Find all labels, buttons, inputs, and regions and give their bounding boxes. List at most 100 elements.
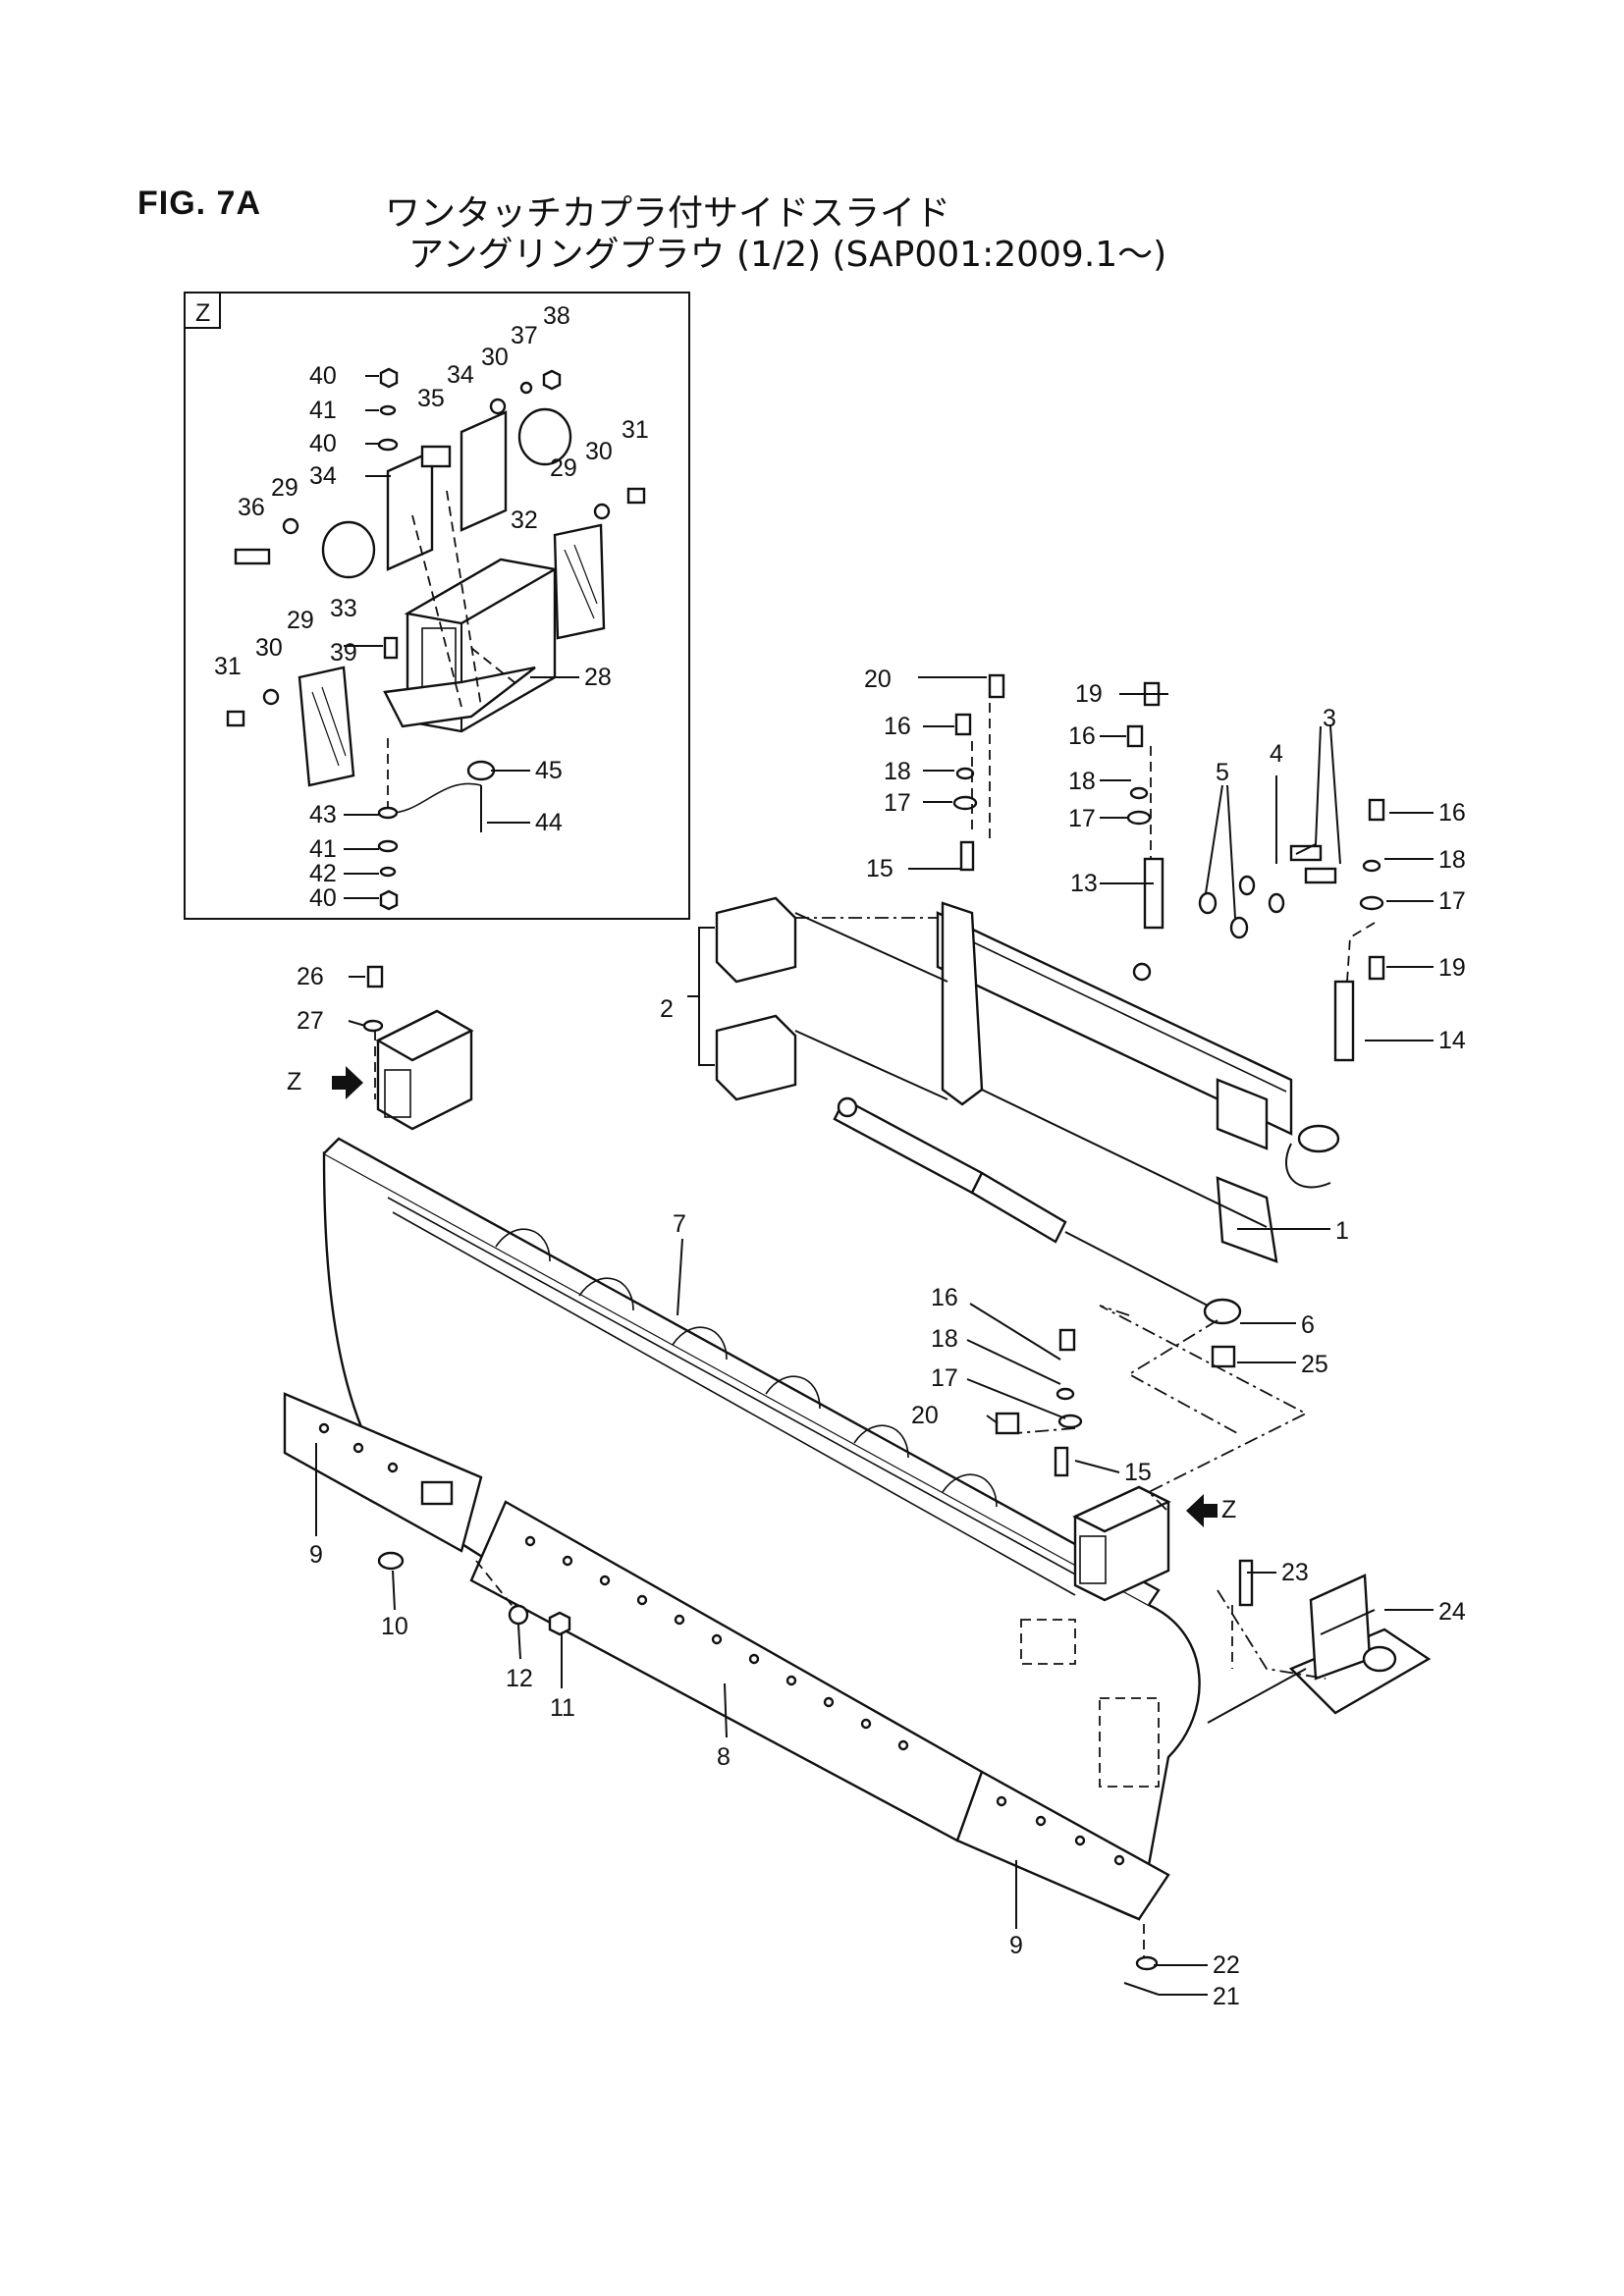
washer-41a [377, 438, 399, 452]
cutting-edge-holes [318, 1422, 1125, 1866]
cable [387, 782, 482, 814]
washer-30b [593, 503, 611, 520]
washer-42a [379, 404, 397, 416]
callout: 34 [309, 462, 337, 490]
view-marker-z: Z [1221, 1496, 1236, 1523]
callout: 34 [447, 361, 474, 389]
bolt-16-d [1058, 1328, 1076, 1352]
bolt-31b [226, 710, 245, 727]
washer-18-c [1362, 859, 1381, 873]
callout: 40 [309, 884, 337, 912]
grommet-39 [383, 636, 399, 660]
callout: 26 [297, 963, 324, 990]
callout: 29 [271, 474, 298, 502]
detail-frame [184, 292, 690, 920]
callout: 15 [1124, 1459, 1152, 1486]
shim-5-a [1198, 891, 1218, 915]
bolt-36 [234, 548, 271, 565]
callout: 42 [309, 860, 337, 887]
callout: 43 [309, 801, 337, 828]
detail-label-box [184, 292, 221, 329]
callout: 17 [1068, 805, 1096, 832]
callout: 1 [1335, 1217, 1349, 1245]
pivot-hole [1132, 962, 1152, 982]
blade-ribs [495, 1228, 998, 1508]
end-bit-right [955, 1770, 1170, 1921]
detail-view-z: Z [184, 292, 690, 920]
washer-37 [519, 381, 533, 395]
pin-15-a [959, 840, 975, 872]
callout: 41 [309, 835, 337, 863]
washer-42b [379, 866, 397, 878]
washer-18-a [955, 767, 975, 780]
bolt-16-c [1368, 798, 1385, 822]
end-bit-left [283, 1392, 483, 1553]
callout: 4 [1270, 740, 1283, 768]
pin-21 [1123, 1982, 1160, 1996]
view-arrow-right [1186, 1494, 1218, 1527]
callout: 29 [550, 454, 577, 482]
callout: 29 [287, 607, 314, 634]
main-assembly: Z Z [283, 666, 1466, 2010]
callout: 3 [1323, 705, 1336, 732]
callout: 8 [717, 1743, 731, 1771]
callout: 40 [309, 362, 337, 390]
figure-title-line1: ワンタッチカプラ付サイドスライド [385, 193, 951, 234]
shim-4-a [1238, 875, 1256, 896]
callout: 17 [1438, 887, 1466, 915]
callout: 9 [1009, 1932, 1023, 1959]
nut-40a [379, 367, 399, 389]
phantom-lines [374, 687, 1376, 1958]
callout: 33 [330, 595, 357, 622]
shim-4-b [1268, 892, 1285, 914]
callout: 18 [931, 1325, 958, 1353]
callout: 30 [585, 438, 613, 465]
cylinder-barrel [970, 1171, 1067, 1244]
callout: 45 [535, 757, 563, 784]
washer-17-a [952, 795, 978, 811]
pin-15-b [1054, 1446, 1069, 1477]
bushing-25 [1211, 1345, 1236, 1368]
callout: 15 [866, 855, 893, 882]
view-arrow-left [332, 1066, 363, 1099]
callout: 31 [622, 416, 649, 444]
callout: 36 [238, 494, 265, 521]
wear-pad-lower [715, 1014, 797, 1101]
callout: 31 [214, 653, 242, 680]
callout: 32 [511, 507, 538, 534]
pin-13 [1143, 857, 1164, 930]
callout: 28 [584, 664, 612, 691]
bolt-10 [377, 1551, 405, 1571]
bolt-26 [366, 965, 384, 988]
washer-18-b [1129, 786, 1149, 800]
callout: 41 [309, 397, 337, 424]
callout: 20 [864, 666, 892, 693]
washer-30c [262, 688, 280, 706]
callout: 30 [255, 634, 283, 662]
detail-label: Z [195, 299, 210, 327]
lens-right [553, 523, 606, 640]
callout: 19 [1438, 954, 1466, 982]
callout: 5 [1216, 759, 1229, 786]
callout: 40 [309, 430, 337, 457]
fitting-20-b [995, 1412, 1020, 1435]
callout: 30 [481, 344, 509, 371]
callout: 16 [931, 1284, 958, 1311]
washer-41b [377, 839, 399, 853]
callout: 18 [884, 758, 911, 785]
callout: 16 [1438, 799, 1466, 827]
cylinder-tube [833, 1097, 984, 1195]
washer-18-d [1056, 1387, 1075, 1401]
fitting-20-a [988, 673, 1005, 699]
coupler-body [1309, 1574, 1372, 1681]
callout: 13 [1070, 870, 1098, 897]
view-marker-z: Z [287, 1068, 301, 1095]
bracket-left [386, 450, 434, 571]
callout: 17 [931, 1364, 958, 1392]
washer-17-c [1359, 895, 1384, 911]
shim-5-b [1229, 916, 1249, 939]
detail-callouts: 40 41 40 34 35 34 30 37 38 31 30 29 32 3… [214, 302, 649, 912]
callout: 16 [884, 713, 911, 740]
frame-pivot [941, 901, 984, 1106]
bolt-3-b [1304, 867, 1337, 884]
